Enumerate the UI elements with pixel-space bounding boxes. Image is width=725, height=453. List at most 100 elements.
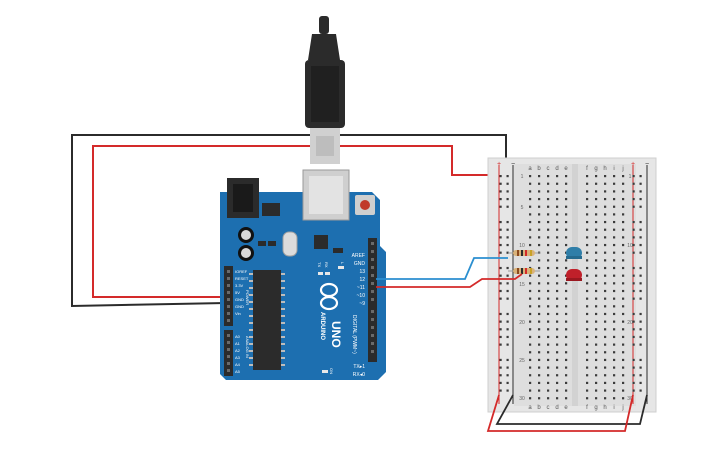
breadboard-hole[interactable] [622,236,625,239]
breadboard-hole[interactable] [529,182,532,185]
breadboard-hole[interactable] [604,228,607,231]
breadboard-hole[interactable] [595,243,598,247]
breadboard-hole[interactable] [595,266,598,270]
breadboard-hole[interactable] [639,320,642,323]
breadboard-hole[interactable] [529,320,532,323]
breadboard-hole[interactable] [547,259,550,262]
breadboard-hole[interactable] [632,282,635,285]
breadboard-hole[interactable] [613,320,616,323]
breadboard-hole[interactable] [529,243,532,247]
breadboard-hole[interactable] [529,351,532,354]
breadboard-hole[interactable] [506,266,509,270]
breadboard-hole[interactable] [556,236,559,239]
breadboard-hole[interactable] [556,182,559,185]
blue-wire-pin12[interactable] [376,257,508,280]
breadboard-hole[interactable] [613,366,616,369]
breadboard-hole[interactable] [613,282,616,285]
red-wire-5v-power[interactable] [92,145,497,298]
red-wire-pin11[interactable] [376,273,523,288]
breadboard-hole[interactable] [622,366,625,369]
breadboard-hole[interactable] [595,381,598,385]
breadboard-hole[interactable] [639,389,642,392]
breadboard-hole[interactable] [604,320,607,323]
breadboard-hole[interactable] [538,289,541,293]
power-header[interactable] [224,266,233,326]
breadboard-hole[interactable] [499,190,502,193]
breadboard-hole[interactable] [622,243,625,247]
breadboard-hole[interactable] [613,305,616,308]
breadboard-hole[interactable] [639,297,642,300]
breadboard-hole[interactable] [586,259,589,262]
breadboard-hole[interactable] [547,343,550,346]
breadboard-hole[interactable] [595,259,598,262]
breadboard[interactable]: + − + − a b c d e f g h i j a b c d e f … [487,157,657,413]
breadboard-hole[interactable] [529,236,532,239]
breadboard-hole[interactable] [586,228,589,231]
breadboard-hole[interactable] [622,374,625,377]
breadboard-hole[interactable] [622,335,625,339]
breadboard-hole[interactable] [595,182,598,185]
breadboard-hole[interactable] [565,297,568,300]
breadboard-hole[interactable] [622,381,625,385]
breadboard-hole[interactable] [565,305,568,308]
breadboard-hole[interactable] [547,351,550,354]
breadboard-hole[interactable] [529,389,532,392]
breadboard-hole[interactable] [547,335,550,339]
breadboard-hole[interactable] [506,335,509,339]
breadboard-hole[interactable] [565,190,568,193]
breadboard-hole[interactable] [595,320,598,323]
breadboard-hole[interactable] [595,220,598,224]
breadboard-hole[interactable] [586,190,589,193]
arduino-board[interactable]: AREF GND 13 12 ~11 ~10 ~9 TX▸1 RX◂0 DIGI… [220,169,386,380]
breadboard-hole[interactable] [538,335,541,339]
breadboard-hole[interactable] [622,351,625,354]
breadboard-hole[interactable] [632,366,635,369]
breadboard-hole[interactable] [613,266,616,270]
breadboard-hole[interactable] [547,358,550,362]
breadboard-hole[interactable] [547,220,550,224]
breadboard-hole[interactable] [506,343,509,346]
breadboard-hole[interactable] [538,197,541,201]
breadboard-hole[interactable] [547,389,550,392]
resistor-1[interactable] [508,250,540,256]
breadboard-hole[interactable] [586,297,589,300]
breadboard-hole[interactable] [632,274,635,277]
breadboard-hole[interactable] [556,389,559,392]
breadboard-hole[interactable] [586,236,589,239]
breadboard-hole[interactable] [529,381,532,385]
breadboard-hole[interactable] [632,205,635,208]
breadboard-hole[interactable] [506,389,509,392]
breadboard-hole[interactable] [586,182,589,185]
breadboard-hole[interactable] [604,305,607,308]
breadboard-hole[interactable] [499,374,502,377]
breadboard-hole[interactable] [556,205,559,208]
breadboard-hole[interactable] [499,389,502,392]
breadboard-hole[interactable] [506,182,509,185]
breadboard-hole[interactable] [586,205,589,208]
breadboard-hole[interactable] [506,312,509,316]
breadboard-hole[interactable] [622,175,625,178]
breadboard-hole[interactable] [547,243,550,247]
breadboard-hole[interactable] [622,358,625,362]
breadboard-hole[interactable] [632,175,635,178]
breadboard-hole[interactable] [639,312,642,316]
breadboard-hole[interactable] [586,282,589,285]
breadboard-hole[interactable] [586,335,589,339]
breadboard-hole[interactable] [547,274,550,277]
breadboard-hole[interactable] [538,397,541,400]
breadboard-hole[interactable] [556,228,559,231]
breadboard-hole[interactable] [639,236,642,239]
breadboard-hole[interactable] [604,282,607,285]
breadboard-hole[interactable] [556,358,559,362]
breadboard-hole[interactable] [529,220,532,224]
breadboard-hole[interactable] [613,343,616,346]
breadboard-hole[interactable] [506,228,509,231]
breadboard-hole[interactable] [556,374,559,377]
breadboard-hole[interactable] [595,251,598,254]
breadboard-hole[interactable] [538,259,541,262]
breadboard-hole[interactable] [595,289,598,293]
breadboard-hole[interactable] [632,328,635,331]
breadboard-hole[interactable] [547,297,550,300]
breadboard-hole[interactable] [595,274,598,277]
breadboard-hole[interactable] [622,305,625,308]
